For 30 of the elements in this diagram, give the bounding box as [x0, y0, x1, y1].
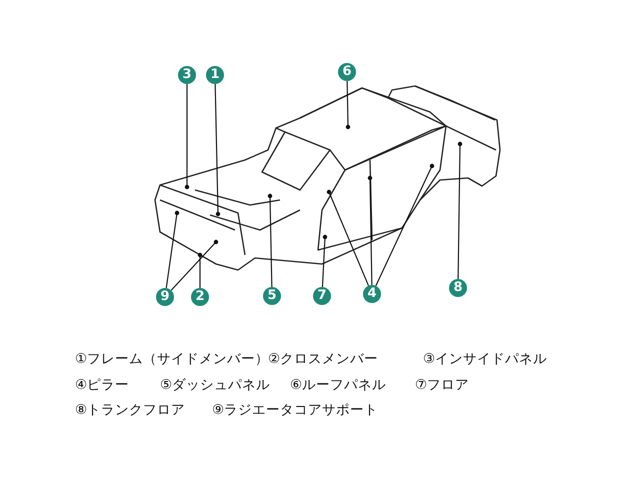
leader-line — [326, 190, 370, 286]
callout-number: 7 — [313, 287, 331, 305]
callout-number: 5 — [263, 287, 281, 305]
legend-text: ①フレーム（サイドメンバー） — [75, 350, 270, 368]
callout-number: 9 — [156, 288, 174, 306]
leader-line — [198, 252, 202, 288]
callout-number: 6 — [338, 63, 356, 81]
leader-line — [214, 84, 220, 216]
legend-text: ⑧トランクフロア — [75, 401, 186, 419]
legend-text: ③インサイドパネル — [423, 350, 548, 368]
legend-text: ⑤ダッシュパネル — [160, 376, 270, 394]
callout-number: 2 — [191, 288, 209, 306]
leader-line — [346, 81, 350, 130]
leader-line — [458, 142, 462, 279]
leader-line — [368, 176, 372, 285]
legend-text: ②クロスメンバー — [268, 350, 378, 368]
legend-text: ⑨ラジエータコアサポート — [212, 401, 378, 419]
legend-text: ④ピラー — [75, 376, 130, 394]
legend-text: ⑦フロア — [415, 376, 470, 394]
callout-number: 3 — [178, 66, 196, 84]
leader-line — [184, 84, 190, 190]
callout-number: 1 — [206, 66, 224, 84]
leader-line — [268, 194, 272, 288]
callout-number: 8 — [449, 279, 467, 297]
leader-line — [170, 240, 218, 291]
callout-number: 4 — [363, 285, 381, 303]
leader-line — [322, 234, 328, 288]
leader-line — [166, 210, 180, 288]
leader-line — [375, 164, 434, 286]
legend-text: ⑥ルーフパネル — [290, 376, 386, 394]
